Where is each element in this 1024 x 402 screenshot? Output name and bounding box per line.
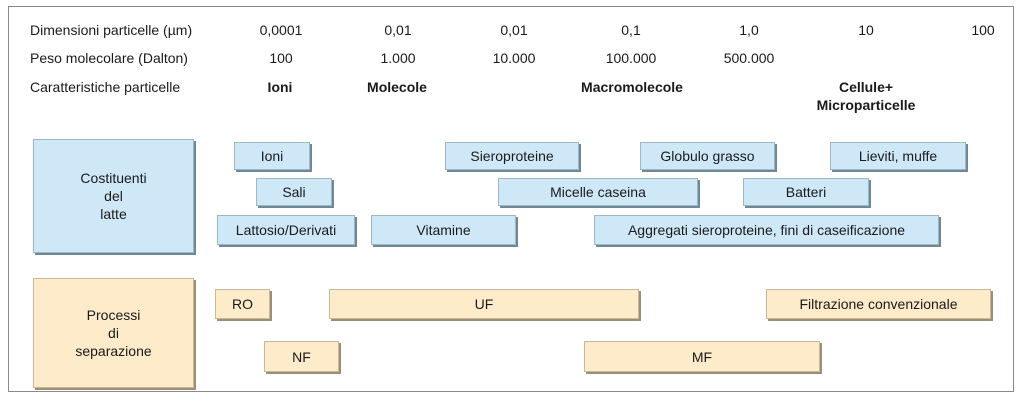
row-label-particle-size: Dimensioni particelle (µm) <box>30 22 193 38</box>
category-line: separazione <box>75 343 152 359</box>
component-batteri: Batteri <box>743 178 869 206</box>
process-nf: NF <box>264 341 339 372</box>
category-line: Costituenti <box>80 170 147 186</box>
process-uf: UF <box>329 289 639 319</box>
component-sieroproteine: Sieroproteine <box>445 142 579 170</box>
characteristic-label: Ioni <box>267 79 293 95</box>
characteristic-label: Cellule+ <box>838 79 894 95</box>
component-ioni: Ioni <box>234 142 310 170</box>
component-micelle-caseina: Micelle caseina <box>498 178 698 206</box>
component-aggregati-sieroproteine: Aggregati sieroproteine, fini di caseifi… <box>594 215 939 245</box>
process-ro: RO <box>215 289 270 319</box>
component-lattosio-derivati: Lattosio/Derivati <box>217 215 355 245</box>
size-value: 1,0 <box>739 22 759 38</box>
category-milk-constituents: Costituenti del latte <box>33 139 194 253</box>
characteristic-label: Molecole <box>367 79 427 95</box>
row-label-molecular-weight: Peso molecolare (Dalton) <box>30 50 188 66</box>
size-value: 100 <box>971 22 995 38</box>
characteristic-label: Microparticelle <box>816 97 916 113</box>
component-globulo-grasso: Globulo grasso <box>640 142 775 170</box>
category-line: latte <box>100 206 127 222</box>
category-line: del <box>104 188 123 204</box>
component-lieviti-muffe: Lieviti, muffe <box>830 142 966 170</box>
weight-value: 100 <box>269 50 293 66</box>
size-value: 0,0001 <box>259 22 303 38</box>
size-value: 10 <box>858 22 874 38</box>
weight-value: 100.000 <box>605 50 657 66</box>
diagram-frame <box>8 6 1014 392</box>
category-separation-processes: Processi di separazione <box>33 278 194 388</box>
size-value: 0,1 <box>621 22 641 38</box>
category-line: di <box>108 325 119 341</box>
component-vitamine: Vitamine <box>371 215 516 245</box>
component-sali: Sali <box>256 178 332 206</box>
category-line: Processi <box>86 307 141 323</box>
weight-value: 500.000 <box>723 50 775 66</box>
weight-value: 1.000 <box>380 50 416 66</box>
characteristic-label: Macromolecole <box>581 79 683 95</box>
process-mf: MF <box>584 341 820 372</box>
row-label-particle-characteristics: Caratteristiche particelle <box>30 79 181 95</box>
size-value: 0,01 <box>500 22 528 38</box>
process-filtrazione-convenzionale: Filtrazione convenzionale <box>766 289 991 319</box>
weight-value: 10.000 <box>492 50 536 66</box>
size-value: 0,01 <box>384 22 412 38</box>
